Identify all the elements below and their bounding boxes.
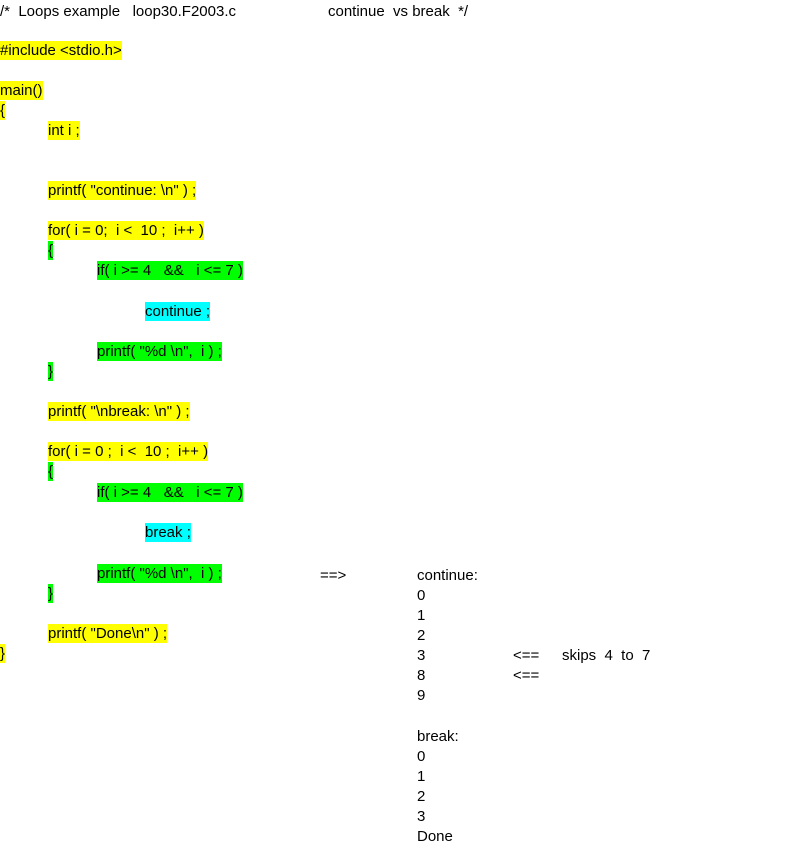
printf-done-line: printf( "Done\n" ) ; <box>48 624 168 643</box>
for-loop-2-close-brace: } <box>48 584 54 603</box>
variable-declaration: int i ; <box>48 121 80 140</box>
output-arrow: ==> <box>320 567 347 584</box>
printf-continue-line: printf( "continue: \n" ) ; <box>48 181 197 200</box>
output-line: break: <box>417 728 459 745</box>
output-line: 8 <box>417 667 426 684</box>
for-loop-2: for( i = 0 ; i < 10 ; i++ ) <box>48 442 209 461</box>
annotation-skip-note: skips 4 to 7 <box>562 647 651 664</box>
break-statement: break ; <box>145 523 191 542</box>
if-statement-2: if( i >= 4 && i <= 7 ) <box>97 483 243 502</box>
annotation-arrow-skip-end: <== <box>513 667 540 684</box>
output-line: continue: <box>417 567 478 584</box>
output-line: Done <box>417 828 453 845</box>
output-line: 3 <box>417 808 426 825</box>
main-signature: main() <box>0 81 43 100</box>
output-line: 3 <box>417 647 426 664</box>
output-line: 2 <box>417 788 426 805</box>
printf-break-line: printf( "\nbreak: \n" ) ; <box>48 402 190 421</box>
header-comment: /* Loops example loop30.F2003.c <box>0 3 236 20</box>
main-open-brace: { <box>0 101 6 120</box>
header-comment-topic: continue vs break */ <box>328 3 469 20</box>
include-line: #include <stdio.h> <box>0 41 122 60</box>
for-loop-2-open-brace: { <box>48 462 54 481</box>
main-close-brace: } <box>0 644 6 663</box>
printf-i-line-1: printf( "%d \n", i ) ; <box>97 342 222 361</box>
output-line: 9 <box>417 687 426 704</box>
for-loop-1-close-brace: } <box>48 362 54 381</box>
annotation-arrow-skip-start: <== <box>513 647 540 664</box>
output-line: 1 <box>417 768 426 785</box>
output-line: 0 <box>417 748 426 765</box>
for-loop-1: for( i = 0; i < 10 ; i++ ) <box>48 221 204 240</box>
output-line: 2 <box>417 627 426 644</box>
output-line: 1 <box>417 607 426 624</box>
if-statement-1: if( i >= 4 && i <= 7 ) <box>97 261 243 280</box>
output-line: 0 <box>417 587 426 604</box>
continue-statement: continue ; <box>145 302 211 321</box>
printf-i-line-2: printf( "%d \n", i ) ; <box>97 564 222 583</box>
for-loop-1-open-brace: { <box>48 241 54 260</box>
